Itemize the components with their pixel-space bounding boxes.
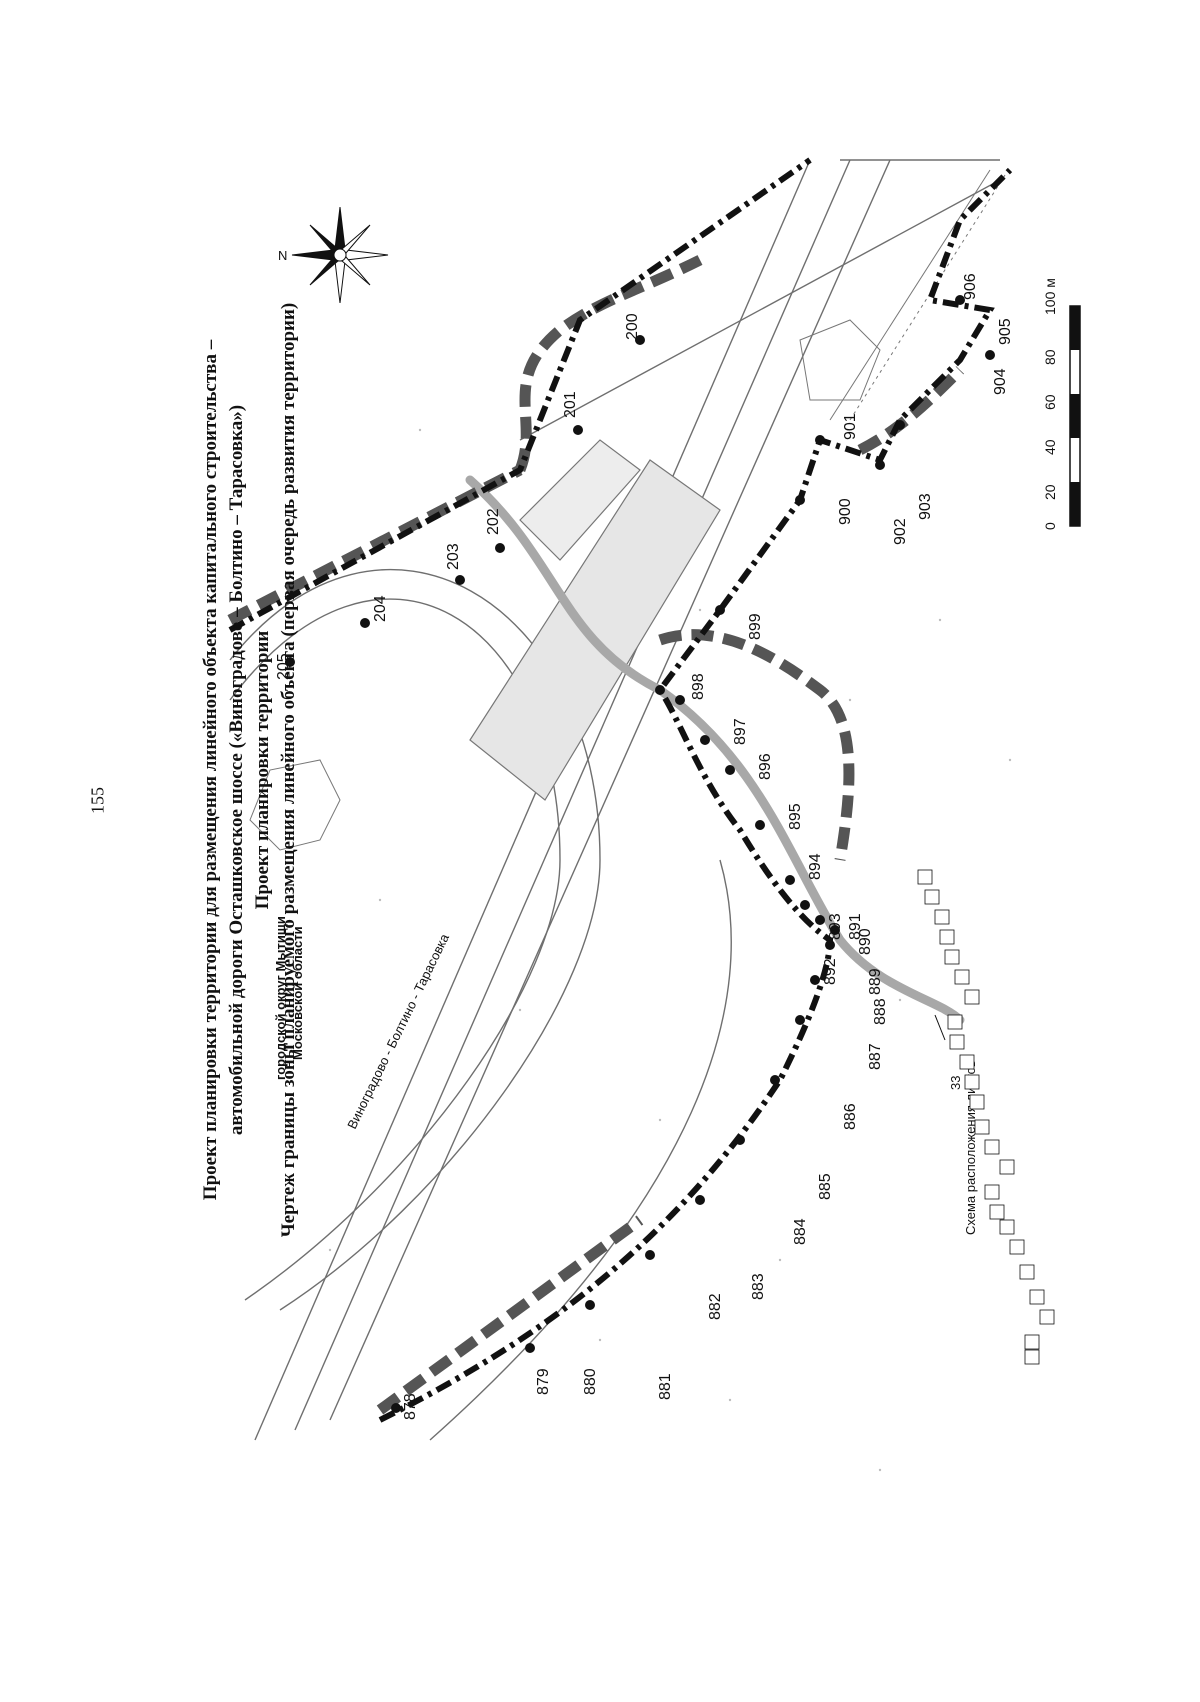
boundary-points	[285, 295, 995, 1413]
point-label: 905	[997, 318, 1014, 345]
point-label: 880	[582, 1368, 599, 1395]
point-label: 202	[485, 508, 502, 535]
scale-tick: 60	[1042, 394, 1058, 410]
point-label: 904	[992, 368, 1009, 395]
roundabout-small	[249, 319, 881, 851]
railway	[829, 169, 1006, 421]
point-label: 203	[445, 543, 462, 570]
road-network	[229, 159, 1001, 1441]
point-label: 903	[917, 493, 934, 520]
point-labels-lower: 878 879 880 881 882 883 884 885 886 887 …	[402, 273, 1014, 1420]
point-label: 890	[857, 928, 874, 955]
point-label: 891	[847, 913, 864, 940]
scale-tick: 0	[1042, 522, 1058, 530]
scale-unit: 100 м	[1042, 278, 1058, 315]
scale-tick: 80	[1042, 349, 1058, 365]
point-label: 879	[535, 1368, 552, 1395]
point-label: 895	[787, 803, 804, 830]
point-label: 888	[872, 998, 889, 1025]
title-line-1: Проект планировки территории для размеще…	[200, 339, 221, 1201]
page-number: 155	[87, 787, 108, 814]
point-label: 200	[624, 313, 641, 340]
point-label: 902	[892, 518, 909, 545]
point-labels-upper: 200 201 202 203 204 205	[275, 313, 641, 680]
title-line-3: Проект планировки территории	[252, 630, 273, 910]
scale-tick: 20	[1042, 484, 1058, 500]
district-label: Московской области	[290, 926, 305, 1060]
road-label: Виноградово - Болтино - Тарасовка	[344, 931, 452, 1132]
point-label: 883	[750, 1273, 767, 1300]
point-label: 885	[817, 1173, 834, 1200]
district-label: городской округ Мытищи	[273, 916, 288, 1080]
point-label: 886	[842, 1103, 859, 1130]
zone-boundary	[227, 255, 964, 1415]
point-label: 893	[827, 913, 844, 940]
point-label: 889	[867, 968, 884, 995]
point-label: 897	[732, 718, 749, 745]
point-label: 882	[707, 1293, 724, 1320]
point-label: 887	[867, 1043, 884, 1070]
point-label: 900	[837, 498, 854, 525]
page-title: Проект планировки территории для размеще…	[198, 90, 302, 1450]
north-label: N	[278, 248, 287, 263]
point-label: 878	[402, 1393, 419, 1420]
point-label: 884	[792, 1218, 809, 1245]
current-sheet: 33	[948, 1076, 963, 1090]
terrain-texture	[328, 428, 1012, 1472]
point-label: 898	[690, 673, 707, 700]
river	[465, 475, 965, 1025]
point-label: 894	[807, 853, 824, 880]
point-label: 906	[962, 273, 979, 300]
sheet-scheme: Схема расположения листов 33	[917, 869, 1055, 1365]
point-label: 899	[747, 613, 764, 640]
point-label: 892	[822, 958, 839, 985]
point-label: 205	[275, 653, 292, 680]
title-line-4: Чертеж границы зоны планируемого размеще…	[278, 302, 299, 1238]
point-label: 896	[757, 753, 774, 780]
point-label: 201	[562, 391, 579, 418]
scale-tick: 40	[1042, 439, 1058, 455]
point-label: 204	[372, 595, 389, 622]
title-line-2: автомобильной дороги Осташковское шоссе …	[226, 404, 247, 1136]
point-label: 881	[657, 1373, 674, 1400]
scale-bar: 100 м 80 60 40 20 0	[1042, 278, 1081, 530]
bridge-structure	[469, 439, 721, 801]
compass-rose: N	[278, 206, 389, 304]
point-label: 901	[842, 413, 859, 440]
